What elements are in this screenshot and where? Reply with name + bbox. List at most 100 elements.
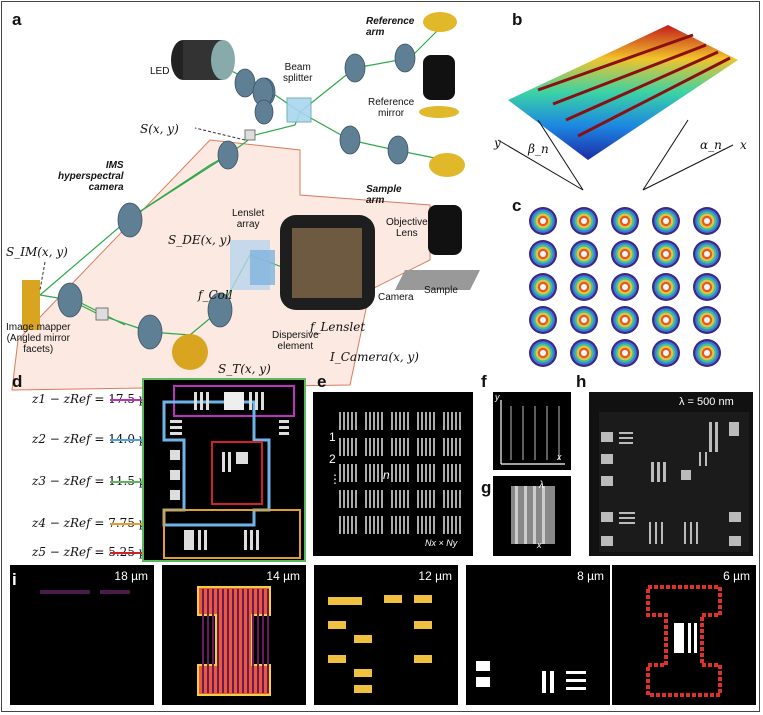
depth-slice-svg [328, 595, 432, 693]
depth-slice-panel: 18 µm [10, 565, 154, 705]
lenslet-ring [570, 273, 598, 301]
depth-slice-panel: 12 µm [314, 565, 458, 705]
blazed-grating-surface [497, 25, 738, 191]
dispersive-element [250, 250, 275, 285]
led-source [171, 40, 235, 80]
panel-c-label: c [512, 196, 522, 215]
panel-h-label: h [576, 372, 587, 391]
subimage-cell [365, 516, 383, 534]
sample-objective [428, 205, 462, 255]
subimage-cell [339, 516, 357, 534]
g-x: x [537, 540, 542, 550]
subimage-cell [443, 490, 461, 508]
depth-slice-panel: 14 µm [162, 565, 306, 705]
subimage-cell [417, 438, 435, 456]
lenslet-ring [693, 306, 721, 334]
beam-splitter-cube [286, 97, 312, 123]
dispersive-element-label: Dispersive element [272, 330, 319, 352]
sample-arm-mirror [429, 153, 465, 177]
subimage-cell [443, 516, 461, 534]
subimage-cell [417, 490, 435, 508]
depth-slice-label: 12 µm [418, 569, 452, 583]
reconstructed-svg [599, 412, 749, 552]
i-camera-label: I_Camera(x, y) [330, 350, 419, 364]
depth-slice-label: 8 µm [577, 569, 604, 583]
panel-f-label: f [481, 372, 487, 391]
subimage-cell [339, 412, 357, 430]
f-coll-label: f_Coll [198, 288, 233, 302]
lenslet-ring-grid [529, 207, 721, 367]
reference-arm-label: Reference arm [366, 16, 415, 38]
sample-label: Sample [424, 285, 458, 296]
panel-i-label: i [12, 570, 17, 589]
subimage-f-svg [500, 400, 565, 465]
field-stop [244, 129, 256, 141]
reference-mirror-base [419, 106, 459, 118]
subimage-cell [339, 464, 357, 482]
depth-slice-svg [646, 585, 722, 697]
subimage-cell [365, 412, 383, 430]
lenslet-ring [693, 339, 721, 367]
lenslet-ring [570, 240, 598, 268]
camera-sensor [292, 228, 362, 298]
depth-lhs: z5 − zRef [32, 545, 95, 559]
ims-camera-label: IMS hyperspectral camera [58, 160, 124, 193]
raw-ims-image: 1 2 ⋮ n Nx × Ny [313, 392, 473, 556]
lenslet-ring [611, 240, 639, 268]
depth-slice-label: 6 µm [723, 569, 750, 583]
e-n-label: n [383, 468, 390, 482]
panel-b-label: b [512, 10, 523, 29]
lenslet-ring [570, 306, 598, 334]
f-y-label: y [495, 392, 500, 402]
depth-slice-svg [476, 661, 586, 693]
camera-label: Camera [378, 292, 414, 303]
led-label: LED [150, 66, 170, 77]
g-lambda: λ [539, 480, 544, 491]
lenslet-ring [611, 273, 639, 301]
panel-a-label: a [12, 10, 22, 29]
image-mapper-label: Image mapper (Angled mirror facets) [6, 322, 71, 355]
e-label-2: 2 [329, 452, 336, 466]
subimage-cell [391, 516, 409, 534]
lenslet-ring [652, 207, 680, 235]
beam-splitter-label: Beam splitter [283, 62, 313, 84]
reference-mirror-gold [423, 12, 457, 32]
gold-mirror [172, 334, 208, 370]
lenslet-ring [693, 240, 721, 268]
subimage-cell [391, 490, 409, 508]
subimage-g: λ x [493, 476, 571, 556]
optical-setup-diagram [11, 12, 480, 391]
subimage-cell [417, 516, 435, 534]
slit-square [95, 307, 109, 321]
panel-e-label: e [317, 372, 327, 391]
lenslet-ring [693, 273, 721, 301]
sxy-pointer [194, 127, 246, 141]
b-x-axis: x [740, 138, 747, 152]
h-lambda-label: λ = 500 nm [679, 396, 734, 408]
depth-slice-svg [40, 590, 130, 594]
subimage-cell [391, 464, 409, 482]
e-label-1: 1 [329, 430, 336, 444]
lenslet-ring [529, 339, 557, 367]
lenslet-ring [529, 273, 557, 301]
sample-stage [395, 270, 480, 290]
lenslet-ring [611, 339, 639, 367]
subimage-cell [365, 464, 383, 482]
depth-slice-panel: 8 µm [466, 565, 610, 705]
b-alpha: α_n [700, 138, 722, 152]
s-xy-label: S(x, y) [140, 122, 179, 136]
image-mapper [22, 280, 40, 330]
subimage-cell [391, 412, 409, 430]
subimage-cell [443, 464, 461, 482]
subimage-cell [339, 438, 357, 456]
panel-g-label: g [481, 478, 492, 497]
subimage-g-svg [511, 486, 555, 544]
f-x-label: x [557, 452, 562, 462]
b-beta: β_n [528, 142, 549, 156]
depth-slice-label: 14 µm [266, 569, 300, 583]
subimage-cell [339, 490, 357, 508]
lenslet-ring [570, 339, 598, 367]
reference-mirror-label: Reference mirror [368, 97, 415, 119]
lenslet-ring [529, 207, 557, 235]
